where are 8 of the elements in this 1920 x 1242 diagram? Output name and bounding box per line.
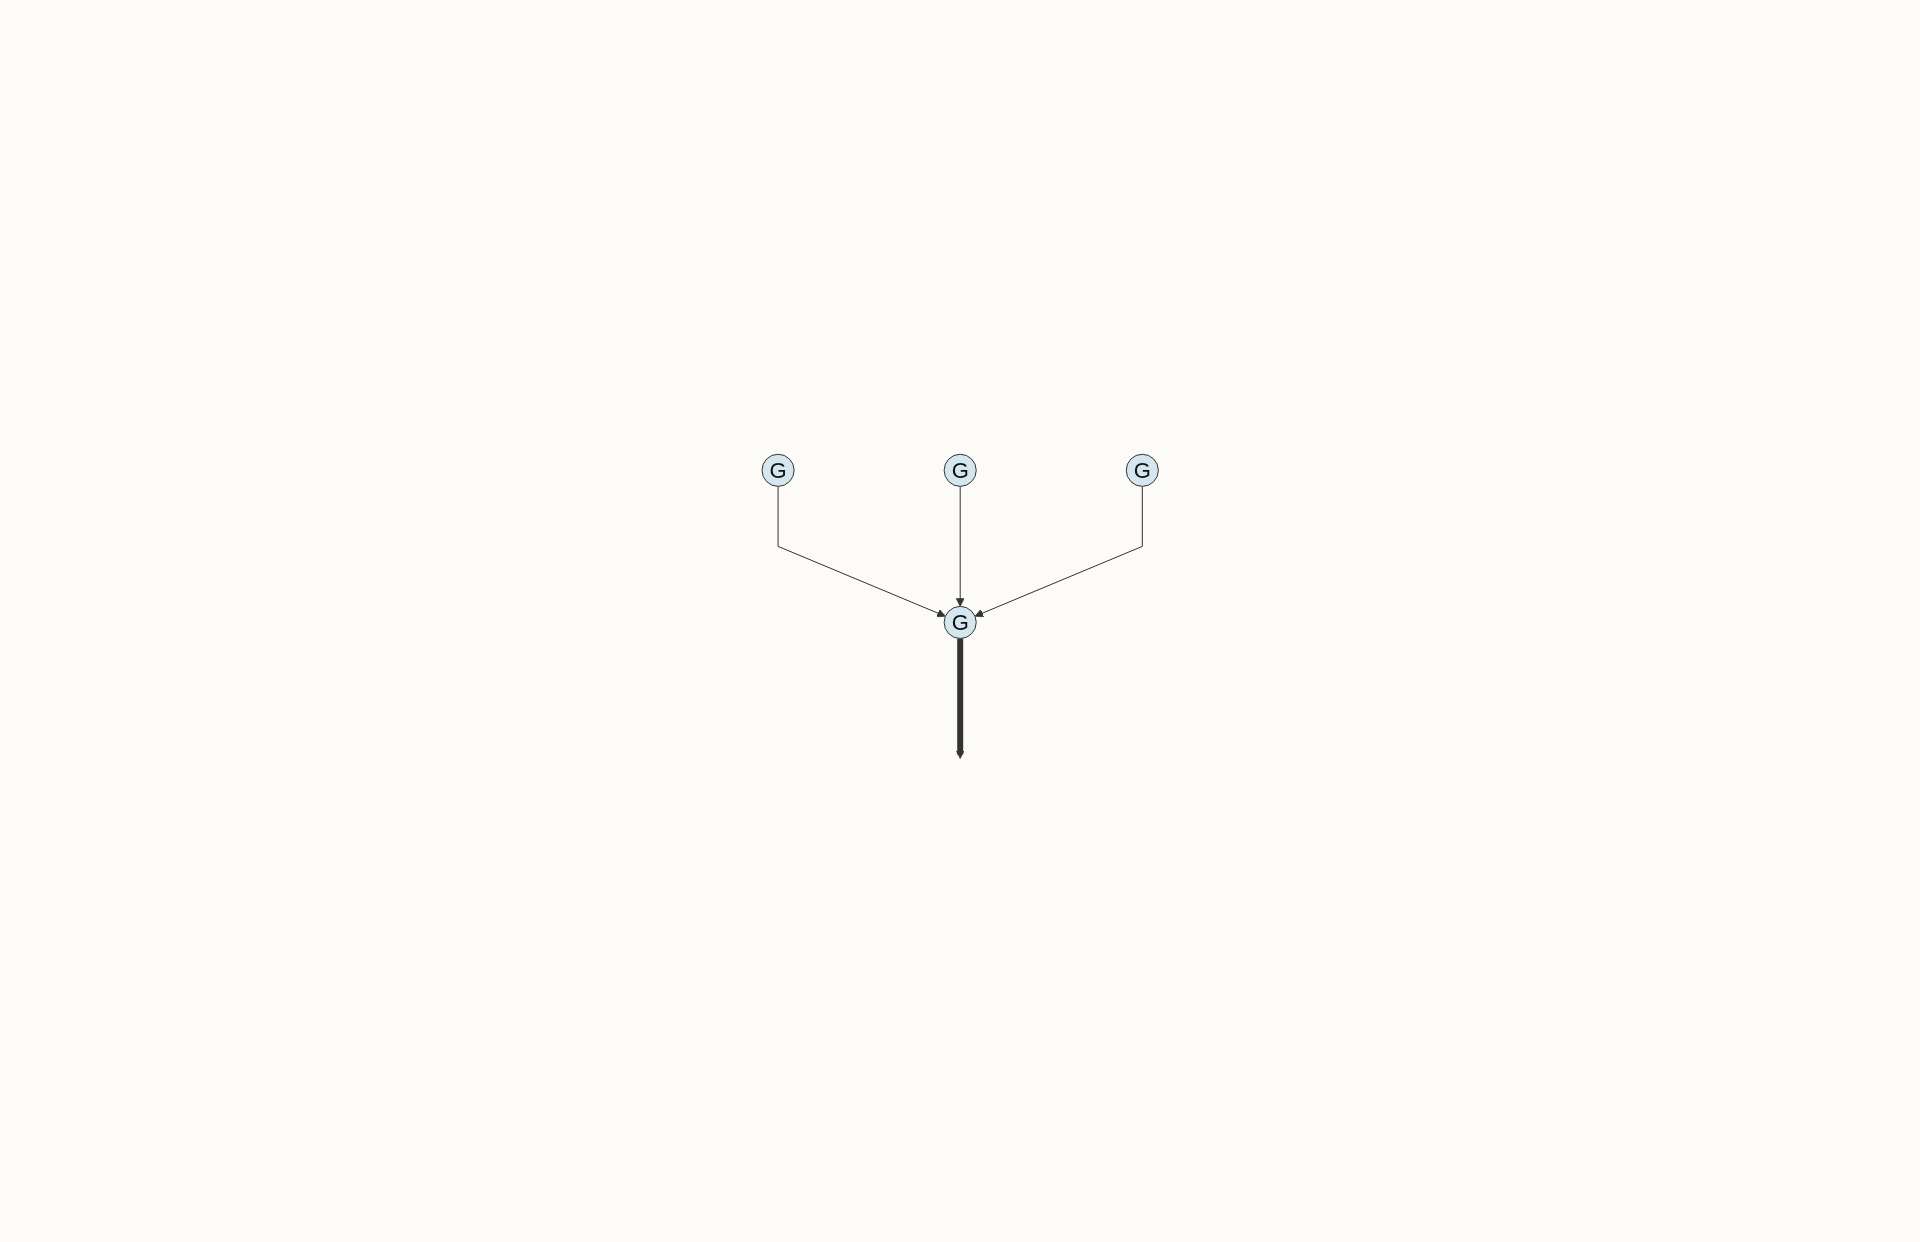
arrow [955,638,965,759]
arrow [974,485,1143,618]
node-circle: G [1125,453,1159,487]
node-circle: G [943,453,977,487]
arrow [955,485,965,607]
arrow [777,485,946,618]
node-circle: G [761,453,795,487]
node-circle: G [943,605,977,639]
